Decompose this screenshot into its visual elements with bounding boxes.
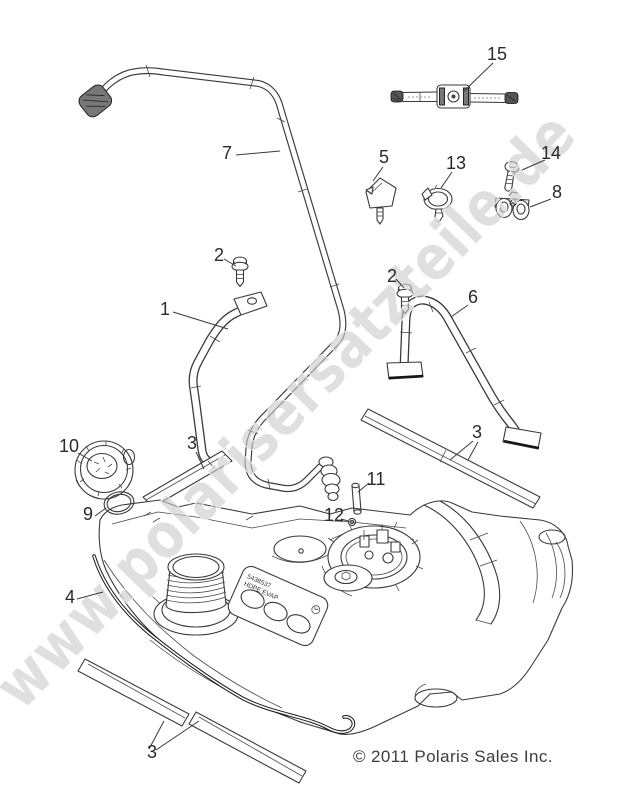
bolt-left (231, 256, 249, 288)
tank-strap-right (386, 295, 542, 450)
leader-line (529, 198, 552, 208)
leader-line (77, 452, 93, 462)
fuel-line-assembly (390, 84, 519, 109)
tank-dome (271, 535, 331, 563)
callout-5: 5 (379, 147, 389, 167)
tank-label-plate: 5438537 HDPE EVAP (227, 565, 329, 647)
leader-line (521, 159, 546, 171)
callout-2: 2 (214, 245, 224, 265)
callout-11: 11 (367, 469, 386, 489)
leader-line (449, 440, 474, 461)
vent-hose (78, 64, 347, 502)
callout-8: 8 (552, 182, 562, 202)
line-clamp-part8 (494, 191, 530, 221)
o-ring (103, 491, 135, 515)
leader-line (462, 62, 494, 93)
leader-line (155, 720, 200, 751)
clip-part5 (365, 177, 397, 225)
vent-tube (351, 482, 362, 515)
callout-3: 3 (472, 422, 482, 442)
leader-line (440, 171, 453, 189)
hose-connector (78, 84, 113, 118)
leader-line (467, 441, 479, 461)
leader-line (340, 518, 349, 522)
callout-4: 4 (65, 587, 75, 607)
sender-boss (323, 564, 373, 592)
filler-neck (153, 553, 239, 636)
leader-line (372, 166, 384, 182)
callout-3: 3 (187, 433, 197, 453)
leader-line (357, 482, 370, 493)
hose-elbow-fitting (318, 456, 341, 502)
callout-13: 13 (446, 153, 466, 173)
leader-line (235, 150, 281, 156)
leader-line (195, 451, 205, 470)
callout-12: 12 (324, 505, 344, 525)
callout-2: 2 (387, 266, 397, 286)
foam-pads (77, 408, 541, 784)
fuel-tank: 5438537 HDPE EVAP (92, 499, 574, 735)
callout-9: 9 (83, 504, 93, 524)
leader-line (450, 304, 469, 318)
callout-3: 3 (147, 742, 157, 762)
leader-line (172, 311, 229, 330)
fuel-cap (74, 440, 136, 500)
leader-line (76, 591, 104, 600)
leader-line (395, 278, 405, 289)
tank-strap-left (188, 291, 268, 468)
callout-6: 6 (468, 287, 478, 307)
callout-1: 1 (160, 299, 170, 319)
copyright-text: © 2011 Polaris Sales Inc. (353, 747, 553, 766)
leader-line (94, 507, 107, 517)
leader-line (223, 258, 237, 267)
callout-14: 14 (541, 143, 561, 163)
leader-line (148, 720, 165, 750)
screw-part14 (504, 161, 520, 192)
callout-10: 10 (59, 436, 79, 456)
callout-7: 7 (222, 143, 232, 163)
callout-15: 15 (487, 44, 507, 64)
diagram-art: 5438537 HDPE EVAP (74, 64, 574, 784)
clip-ring (347, 517, 357, 527)
